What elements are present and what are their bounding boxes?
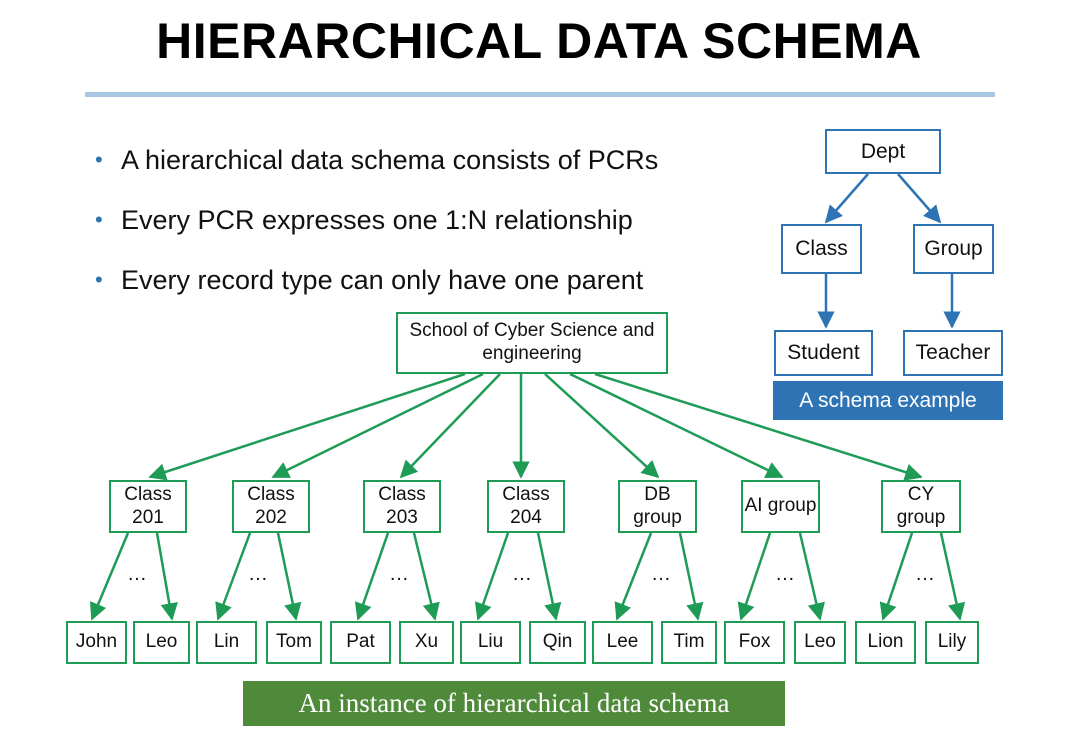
ellipsis: … xyxy=(915,563,936,585)
instance-edge xyxy=(412,532,440,621)
bullet-item: • A hierarchical data schema consists of … xyxy=(95,130,658,190)
instance-group-ai: AI group xyxy=(741,480,820,533)
instance-group-db: DB group xyxy=(618,480,697,533)
instance-edge xyxy=(90,532,130,621)
ellipsis: … xyxy=(775,563,796,585)
instance-group-class-202: Class 202 xyxy=(232,480,310,533)
instance-group-cy: CY group xyxy=(881,480,961,533)
instance-leaf: Leo xyxy=(794,621,846,664)
instance-root: School of Cyber Science and engineering xyxy=(396,312,668,374)
instance-edge xyxy=(474,532,510,621)
instance-edge xyxy=(155,532,178,621)
ellipsis: … xyxy=(389,563,410,585)
ellipsis: … xyxy=(248,563,269,585)
ellipsis: … xyxy=(127,563,148,585)
instance-edge xyxy=(354,532,390,621)
instance-edge xyxy=(939,532,966,621)
instance-group-class-203: Class 203 xyxy=(363,480,441,533)
instance-caption: An instance of hierarchical data schema xyxy=(243,681,785,726)
instance-group-class-204: Class 204 xyxy=(487,480,565,533)
title-divider xyxy=(85,92,995,97)
page-title: HIERARCHICAL DATA SCHEMA xyxy=(156,13,922,69)
instance-leaf: John xyxy=(66,621,127,664)
instance-edge xyxy=(276,532,302,621)
bullet-text: Every record type can only have one pare… xyxy=(121,265,644,295)
bullet-dot-icon: • xyxy=(95,207,103,232)
instance-edge xyxy=(614,532,653,621)
instance-leaf: Liu xyxy=(460,621,521,664)
instance-leaf: Tom xyxy=(266,621,322,664)
instance-leaf: Pat xyxy=(330,621,391,664)
instance-edge xyxy=(737,532,772,621)
instance-leaf: Tim xyxy=(661,621,717,664)
instance-edge xyxy=(271,372,484,479)
instance-leaf: Lily xyxy=(925,621,979,664)
schema-node-class: Class xyxy=(781,224,862,274)
bullet-list: • A hierarchical data schema consists of … xyxy=(95,130,658,310)
instance-leaf: Lee xyxy=(592,621,653,664)
schema-caption: A schema example xyxy=(773,381,1003,420)
schema-node-teacher: Teacher xyxy=(903,330,1003,376)
instance-leaf: Xu xyxy=(399,621,454,664)
instance-leaf: Lion xyxy=(855,621,916,664)
instance-leaf: Lin xyxy=(196,621,257,664)
schema-edge xyxy=(824,173,869,224)
ellipsis: … xyxy=(512,563,533,585)
instance-edge xyxy=(594,372,923,481)
instance-edge xyxy=(536,532,562,621)
schema-node-dept: Dept xyxy=(825,129,941,174)
instance-edge xyxy=(399,373,501,479)
bullet-dot-icon: • xyxy=(95,267,103,292)
bullet-text: A hierarchical data schema consists of P… xyxy=(121,145,659,175)
schema-node-student: Student xyxy=(774,330,873,376)
instance-edge xyxy=(148,372,466,481)
instance-edge xyxy=(798,532,825,621)
bullet-dot-icon: • xyxy=(95,147,103,172)
instance-leaf: Fox xyxy=(724,621,785,664)
instance-edge xyxy=(215,532,252,621)
instance-edge xyxy=(879,532,914,621)
instance-edge xyxy=(569,372,784,479)
instance-leaf: Qin xyxy=(529,621,586,664)
instance-edge xyxy=(544,373,660,479)
bullet-text: Every PCR expresses one 1:N relationship xyxy=(121,205,633,235)
schema-edge xyxy=(897,173,942,224)
ellipsis: … xyxy=(651,563,672,585)
instance-edge xyxy=(678,532,704,621)
schema-node-group: Group xyxy=(913,224,994,274)
instance-leaf: Leo xyxy=(133,621,190,664)
instance-group-class-201: Class 201 xyxy=(109,480,187,533)
bullet-item: • Every record type can only have one par… xyxy=(95,250,658,310)
bullet-item: • Every PCR expresses one 1:N relationshi… xyxy=(95,190,658,250)
